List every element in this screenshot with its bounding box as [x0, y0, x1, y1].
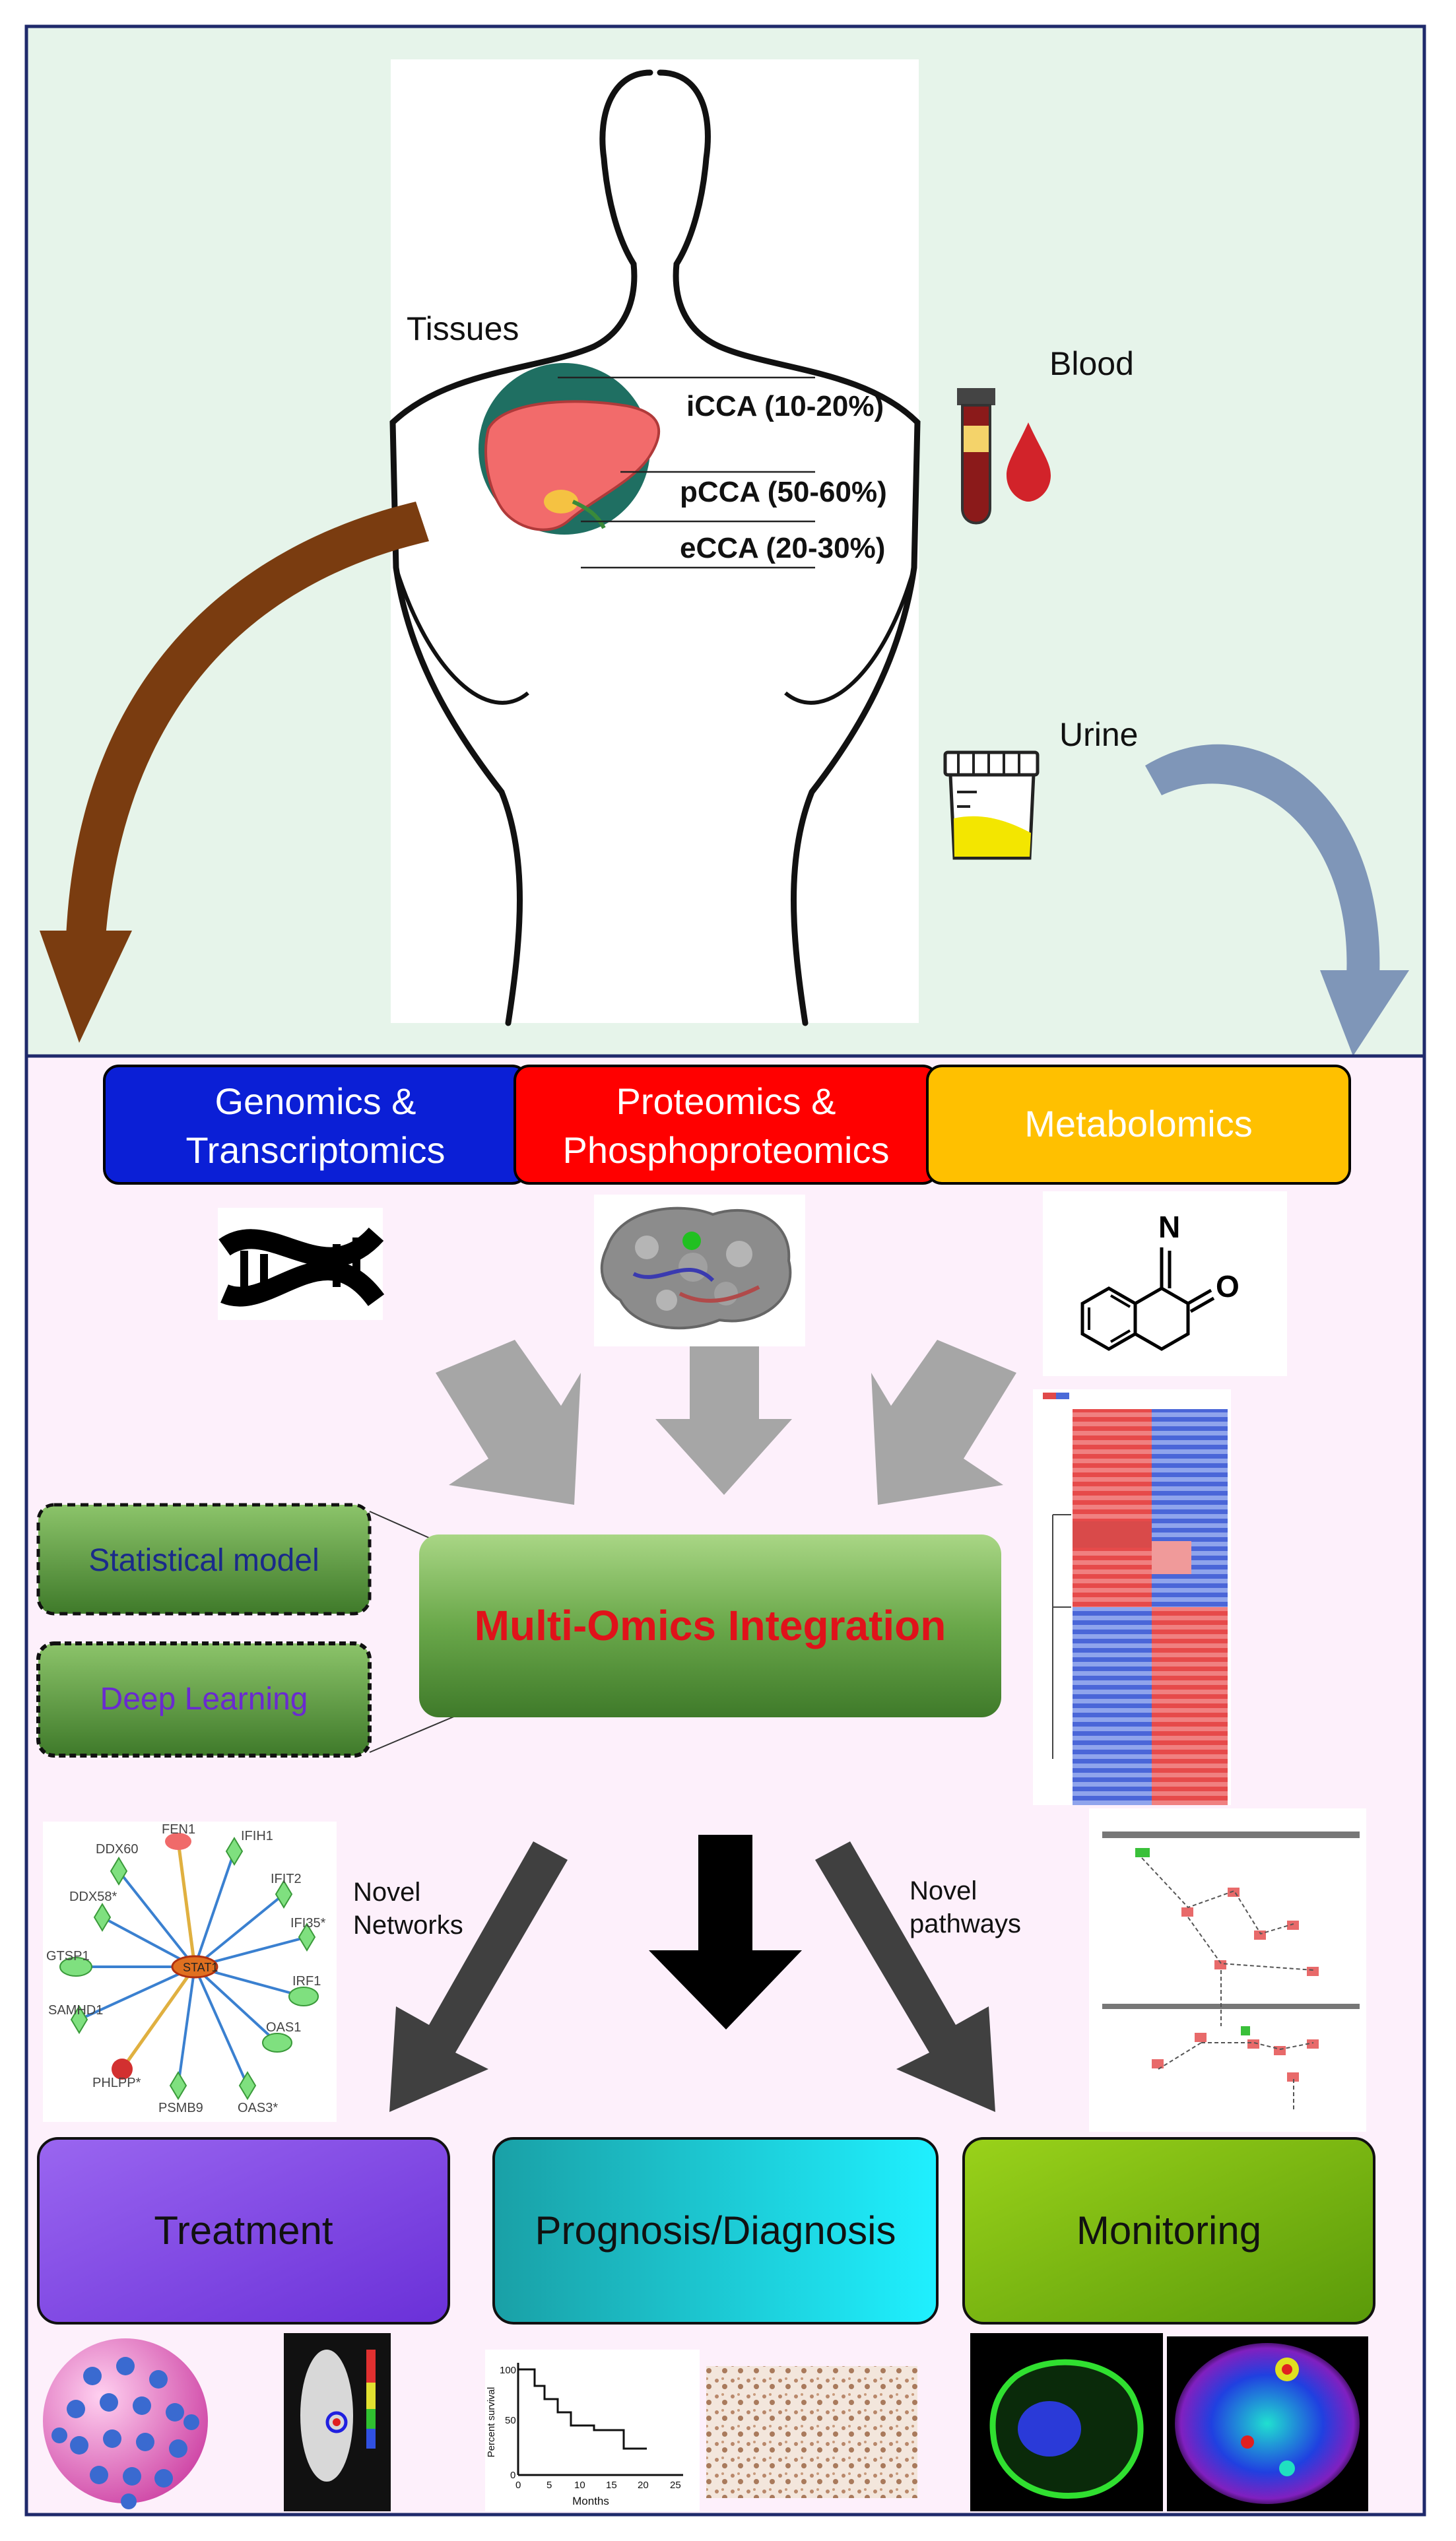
pathway-label-line1: Novel [910, 1876, 977, 1905]
method-deep-learning-label: Deep Learning [100, 1682, 308, 1717]
cell-heat-image [1167, 2336, 1368, 2511]
grey-arrow-center-icon [655, 1346, 792, 1495]
network-node-irf1: IRF1 [292, 1974, 321, 1989]
cca-label-pcca: pCCA (50-60%) [680, 476, 887, 508]
cca-label-ecca: eCCA (20-30%) [680, 532, 885, 564]
blood-drop-icon [1007, 422, 1051, 502]
cell-fluorescence-image [970, 2333, 1163, 2511]
tissue-arrow-icon [66, 502, 429, 937]
omics-header-metabolomics-label: Metabolomics [1024, 1103, 1252, 1144]
molecule-atom-o: O [1216, 1269, 1240, 1304]
black-arrow-center-icon [649, 1835, 802, 2030]
body-silhouette-area [391, 59, 919, 1023]
gallbladder-icon [544, 490, 578, 513]
dna-icon [218, 1208, 385, 1320]
survival-ytick-50: 50 [505, 2415, 516, 2426]
omics-header-proteomics: Proteomics & Phosphoproteomics [513, 1065, 939, 1185]
cca-label-icca: iCCA (10-20%) [686, 390, 884, 422]
multi-omics-integration-title: Multi-Omics Integration [475, 1602, 946, 1649]
urine-cup-icon [943, 750, 1040, 860]
grey-arrow-left-icon [436, 1340, 581, 1505]
survival-xtick-5: 5 [546, 2480, 552, 2491]
nanoparticle-icon [43, 2338, 208, 2509]
blood-label: Blood [1049, 345, 1134, 382]
protein-structure-icon [594, 1195, 805, 1346]
network-node-fen1: FEN1 [162, 1822, 195, 1837]
survival-ytick-0: 0 [510, 2470, 515, 2481]
network-node-ifi35: IFI35* [290, 1916, 326, 1930]
omics-header-genomics-line1: Genomics & [215, 1080, 416, 1122]
network-node-samhd1: SAMHD1 [48, 2003, 103, 2018]
method-statistical-model: Statistical model [36, 1503, 372, 1616]
survival-ytick-100: 100 [500, 2365, 516, 2376]
outcome-monitoring: Monitoring [962, 2137, 1375, 2325]
molecule-atom-n: N [1158, 1210, 1180, 1244]
fluid-arrow-icon [1145, 744, 1380, 977]
pathway-label-line2: pathways [910, 1909, 1021, 1938]
outcome-prognosis-diagnosis: Prognosis/Diagnosis [492, 2137, 939, 2325]
network-image: FEN1 IFIH1 IFIT2 IFI35* IRF1 OAS1 OAS3* … [43, 1822, 337, 2122]
omics-header-genomics-line2: Transcriptomics [185, 1129, 445, 1171]
dark-arrow-left-icon [389, 1841, 568, 2112]
network-node-oas1: OAS1 [266, 2020, 301, 2035]
diverging-arrows [389, 1835, 995, 2112]
survival-xlabel: Months [572, 2495, 609, 2507]
pathway-image [1089, 1808, 1366, 2132]
outcome-monitoring-label: Monitoring [1076, 2208, 1261, 2253]
survival-xtick-20: 20 [638, 2480, 649, 2491]
network-node-oas3: OAS3* [238, 2101, 278, 2115]
network-node-ifih1: IFIH1 [241, 1829, 273, 1843]
network-node-ddx60: DDX60 [96, 1842, 138, 1857]
network-label-line1: Novel [353, 1878, 420, 1907]
multi-omics-integration-box: Multi-Omics Integration [419, 1534, 1001, 1717]
converging-arrows [436, 1340, 1016, 1505]
network-label-line2: Networks [353, 1911, 463, 1940]
top-panel: iCCA (10-20%) pCCA (50-60%) eCCA (20-30%… [24, 24, 1426, 1058]
liver-illustration [479, 363, 661, 535]
survival-xtick-25: 25 [670, 2480, 681, 2491]
network-node-phlpp: PHLPP* [92, 2076, 141, 2090]
outcome-treatment: Treatment [37, 2137, 450, 2325]
outcome-treatment-label: Treatment [154, 2208, 333, 2253]
omics-header-genomics: Genomics & Transcriptomics [103, 1065, 528, 1185]
dark-arrow-right-icon [815, 1841, 995, 2112]
omics-header-metabolomics: Metabolomics [926, 1065, 1351, 1185]
network-node-ifit2: IFIT2 [271, 1872, 302, 1886]
method-statistical-model-label: Statistical model [88, 1543, 319, 1578]
survival-xtick-15: 15 [606, 2480, 617, 2491]
omics-header-proteomics-line1: Proteomics & [616, 1080, 836, 1122]
method-deep-learning: Deep Learning [36, 1641, 372, 1758]
liver-icon [484, 400, 661, 531]
network-node-hub: STAT1 [183, 1961, 218, 1974]
grey-arrow-right-icon [871, 1340, 1016, 1505]
urine-label: Urine [1059, 716, 1138, 753]
tissues-label: Tissues [407, 310, 519, 347]
outcome-prognosis-diagnosis-label: Prognosis/Diagnosis [535, 2208, 896, 2253]
heatmap-image [1033, 1389, 1231, 1805]
network-node-gtsp1: GTSP1 [46, 1949, 90, 1964]
survival-xtick-0: 0 [515, 2480, 521, 2491]
network-node-psmb9: PSMB9 [158, 2101, 203, 2115]
cca-annotations: iCCA (10-20%) pCCA (50-60%) eCCA (20-30%… [558, 376, 887, 569]
ihc-tissue-image [706, 2366, 917, 2498]
omics-header-proteomics-line2: Phosphoproteomics [563, 1129, 890, 1171]
network-node-ddx58: DDX58* [69, 1890, 117, 1904]
mouse-imaging-icon [284, 2333, 391, 2511]
molecule-icon: N O [1043, 1191, 1287, 1376]
blood-tube-icon [957, 388, 995, 525]
body-silhouette-icon [389, 69, 921, 1026]
survival-ylabel: Percent survival [486, 2387, 497, 2458]
survival-xtick-10: 10 [574, 2480, 585, 2491]
survival-plot: 100 50 0 0 5 10 15 20 25 Months Percent … [485, 2350, 700, 2511]
bottom-panel: Genomics & Transcriptomics Proteomics & … [24, 1054, 1426, 2517]
